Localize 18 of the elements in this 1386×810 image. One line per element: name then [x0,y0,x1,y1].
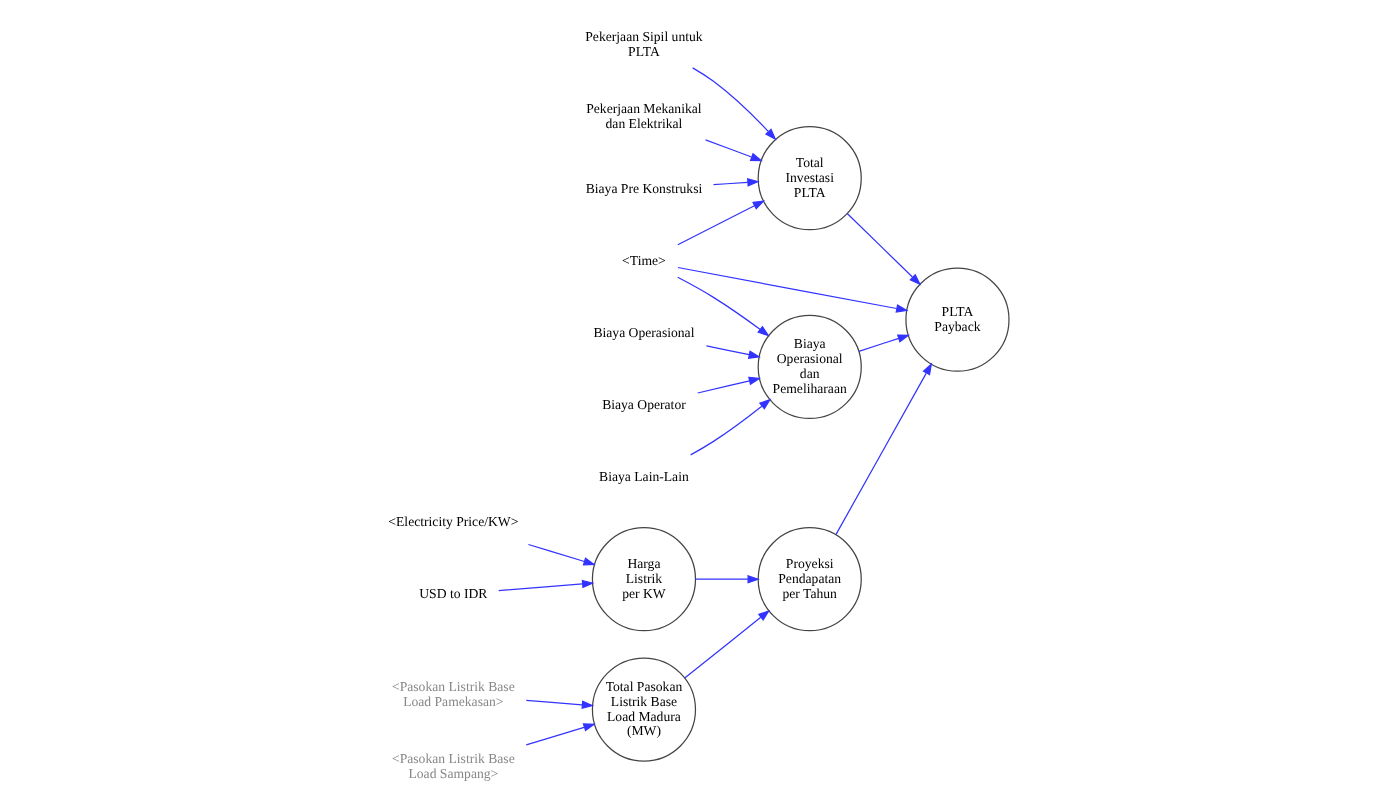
arrow [692,66,777,140]
arrow [712,177,760,186]
arrow [498,578,595,591]
arrow [705,344,761,358]
arrow [704,138,763,161]
arrow [697,375,762,393]
arrow [694,573,760,583]
arrow [690,397,772,455]
arrow [684,608,771,678]
arrow [677,275,770,336]
arrow [846,211,922,285]
arrow [525,698,595,709]
arrow [677,199,766,245]
arrow [527,542,596,565]
arrow [858,333,911,351]
arrow [677,265,909,312]
arrow [525,722,596,745]
arrow [835,361,933,535]
